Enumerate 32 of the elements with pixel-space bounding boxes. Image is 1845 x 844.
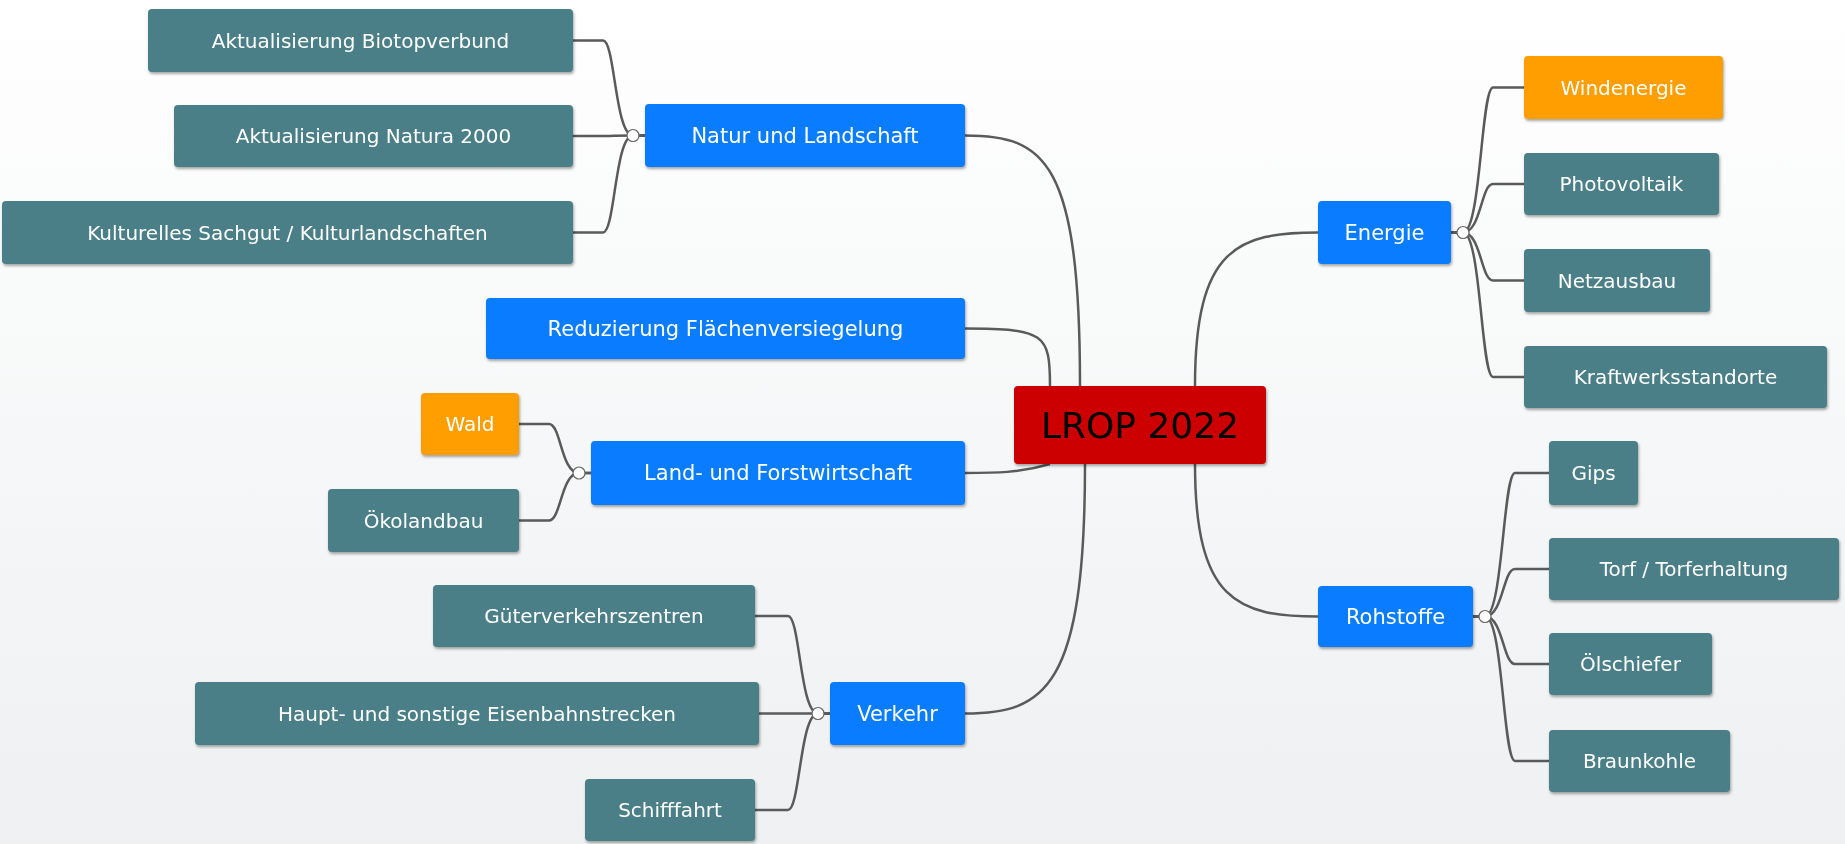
- subtopic-box: Photovoltaik: [1524, 153, 1719, 215]
- connector-line: [1193, 231, 1319, 387]
- highlighted-subtopic-box: Windenergie: [1524, 56, 1723, 119]
- connector-line: [573, 134, 645, 234]
- connector-line: [965, 462, 1051, 475]
- subtopic-box: Torf / Torferhaltung: [1549, 538, 1839, 600]
- connector-line: [755, 712, 830, 812]
- subtopic-box: Netzausbau: [1524, 249, 1710, 312]
- topic-box: Reduzierung Flächenversiegelung: [486, 298, 965, 359]
- central-topic: LROP 2022: [1014, 386, 1266, 464]
- connector-line: [965, 327, 1052, 386]
- topic-box: Rohstoffe: [1318, 586, 1473, 647]
- topic-box: Energie: [1318, 201, 1451, 264]
- subtopic-box: Aktualisierung Natura 2000: [174, 105, 573, 167]
- subtopic-box: Haupt- und sonstige Eisenbahnstrecken: [195, 682, 759, 745]
- highlighted-subtopic-box: Wald: [421, 393, 519, 455]
- topic-box: Land- und Forstwirtschaft: [591, 441, 965, 505]
- connector-line: [519, 471, 591, 522]
- connector-line: [964, 134, 1082, 386]
- subtopic-box: Schifffahrt: [585, 779, 755, 841]
- topic-box: Natur und Landschaft: [645, 104, 965, 167]
- connector-line: [1193, 463, 1319, 618]
- subtopic-box: Ökolandbau: [328, 489, 519, 552]
- subtopic-box: Güterverkehrszentren: [433, 585, 755, 647]
- topic-box: Verkehr: [830, 682, 965, 745]
- subtopic-box: Kraftwerksstandorte: [1524, 346, 1827, 408]
- connector-line: [964, 464, 1087, 715]
- subtopic-box: Gips: [1549, 441, 1638, 505]
- subtopic-box: Aktualisierung Biotopverbund: [148, 9, 573, 72]
- subtopic-box: Kulturelles Sachgut / Kulturlandschaften: [2, 201, 573, 264]
- subtopic-box: Braunkohle: [1549, 730, 1730, 792]
- subtopic-box: Ölschiefer: [1549, 633, 1712, 695]
